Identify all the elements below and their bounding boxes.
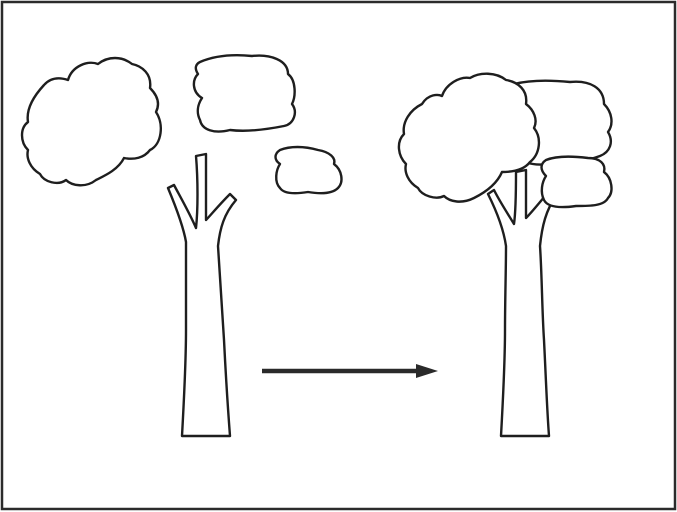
right-scene <box>399 74 612 436</box>
left-tree-trunk <box>168 154 236 436</box>
left-canopy-cloud-small <box>276 147 342 193</box>
arrow-head-icon <box>416 364 438 378</box>
left-canopy-cloud-top <box>194 55 295 131</box>
right-tree-trunk <box>488 170 556 436</box>
left-scene <box>22 55 341 436</box>
right-canopy-cloud-small <box>542 157 612 207</box>
left-canopy-cloud-large <box>22 58 161 185</box>
transformation-arrow <box>262 364 438 378</box>
